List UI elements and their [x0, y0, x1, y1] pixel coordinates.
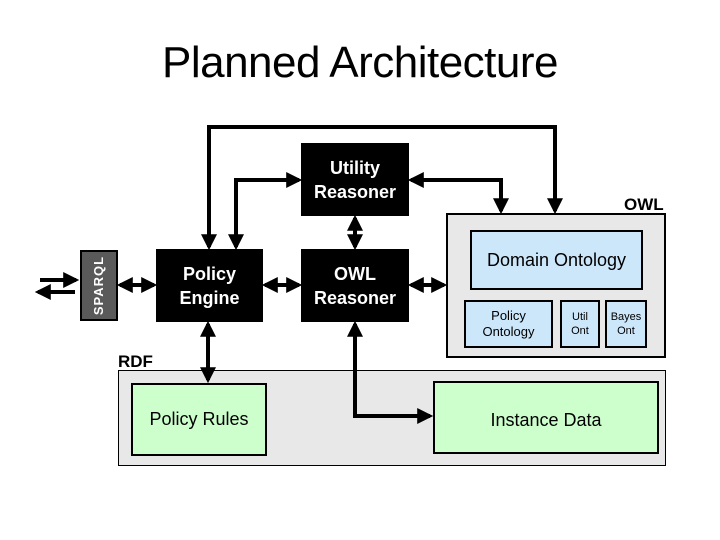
- util-ont-label-line2: Ont: [571, 325, 589, 337]
- rdf-store-label: RDF: [118, 352, 153, 371]
- instance-data-label: Instance Data: [490, 410, 602, 430]
- instance-data-box: Instance Data: [433, 381, 659, 454]
- policy-ontology-label-line2: Ontology: [482, 324, 535, 339]
- utility-reasoner-label-line1: Utility: [329, 157, 380, 178]
- policy-engine-owl-store-loop: [201, 125, 563, 251]
- util-ont-label-line1: Util: [572, 311, 588, 323]
- owl-reasoner-instance-data-connector: [347, 320, 434, 424]
- utility-reasoner-label-line2: Reasoner: [313, 181, 397, 202]
- owl-reasoner-label-line1: OWL: [334, 263, 376, 284]
- domain-ontology-label: Domain Ontology: [486, 249, 627, 270]
- util-ont-box: Util Ont: [560, 300, 600, 348]
- bayes-ont-label-line2: Ont: [617, 325, 635, 337]
- utility-policy-engine-connector: [228, 172, 303, 251]
- bayes-ont-label-line1: Bayes: [610, 311, 642, 323]
- policy-rules-label: Policy Rules: [149, 409, 249, 429]
- utility-owl-store-connector: [407, 172, 509, 215]
- policy-engine-label-line1: Policy: [182, 263, 237, 284]
- owl-reasoner-box: OWL Reasoner: [301, 249, 409, 322]
- owl-reasoner-label-line2: Reasoner: [313, 287, 397, 308]
- policy-engine-label-line2: Engine: [179, 287, 240, 308]
- owl-store-label: OWL: [624, 195, 664, 214]
- policy-engine-box: Policy Engine: [156, 249, 263, 322]
- page-title: Planned Architecture: [161, 38, 559, 87]
- policy-rules-box: Policy Rules: [131, 383, 267, 456]
- bayes-ont-box: Bayes Ont: [605, 300, 647, 348]
- policy-ontology-box: Policy Ontology: [464, 300, 553, 348]
- policy-ontology-label-line1: Policy: [491, 308, 526, 323]
